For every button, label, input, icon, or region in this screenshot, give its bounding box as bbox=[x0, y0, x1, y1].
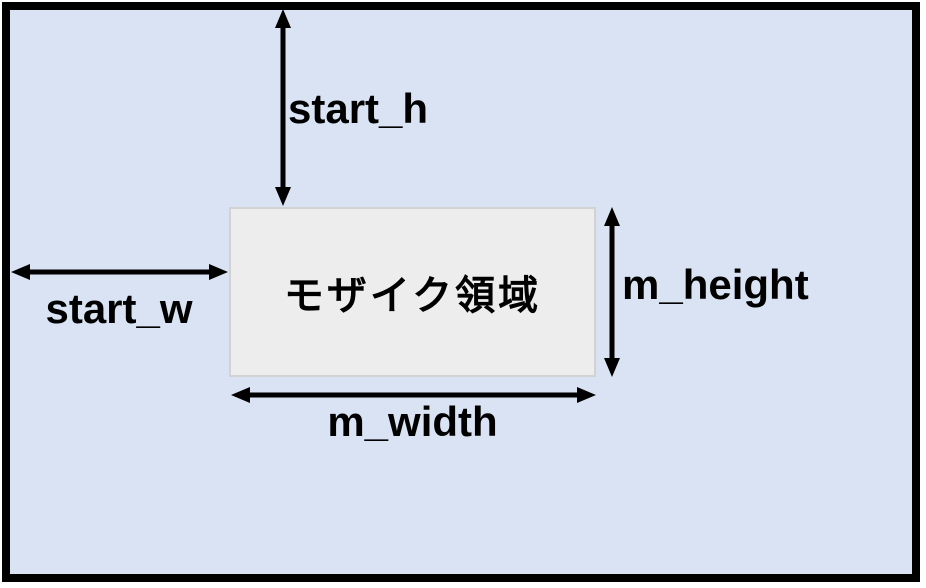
mosaic-region-box: モザイク領域 bbox=[229, 207, 596, 377]
mosaic-region-label: モザイク領域 bbox=[283, 274, 542, 318]
m-height-label: m_height bbox=[622, 261, 809, 308]
start-h-label: start_h bbox=[288, 85, 429, 132]
start-w-label: start_w bbox=[45, 285, 193, 332]
m-width-label: m_width bbox=[327, 398, 498, 445]
